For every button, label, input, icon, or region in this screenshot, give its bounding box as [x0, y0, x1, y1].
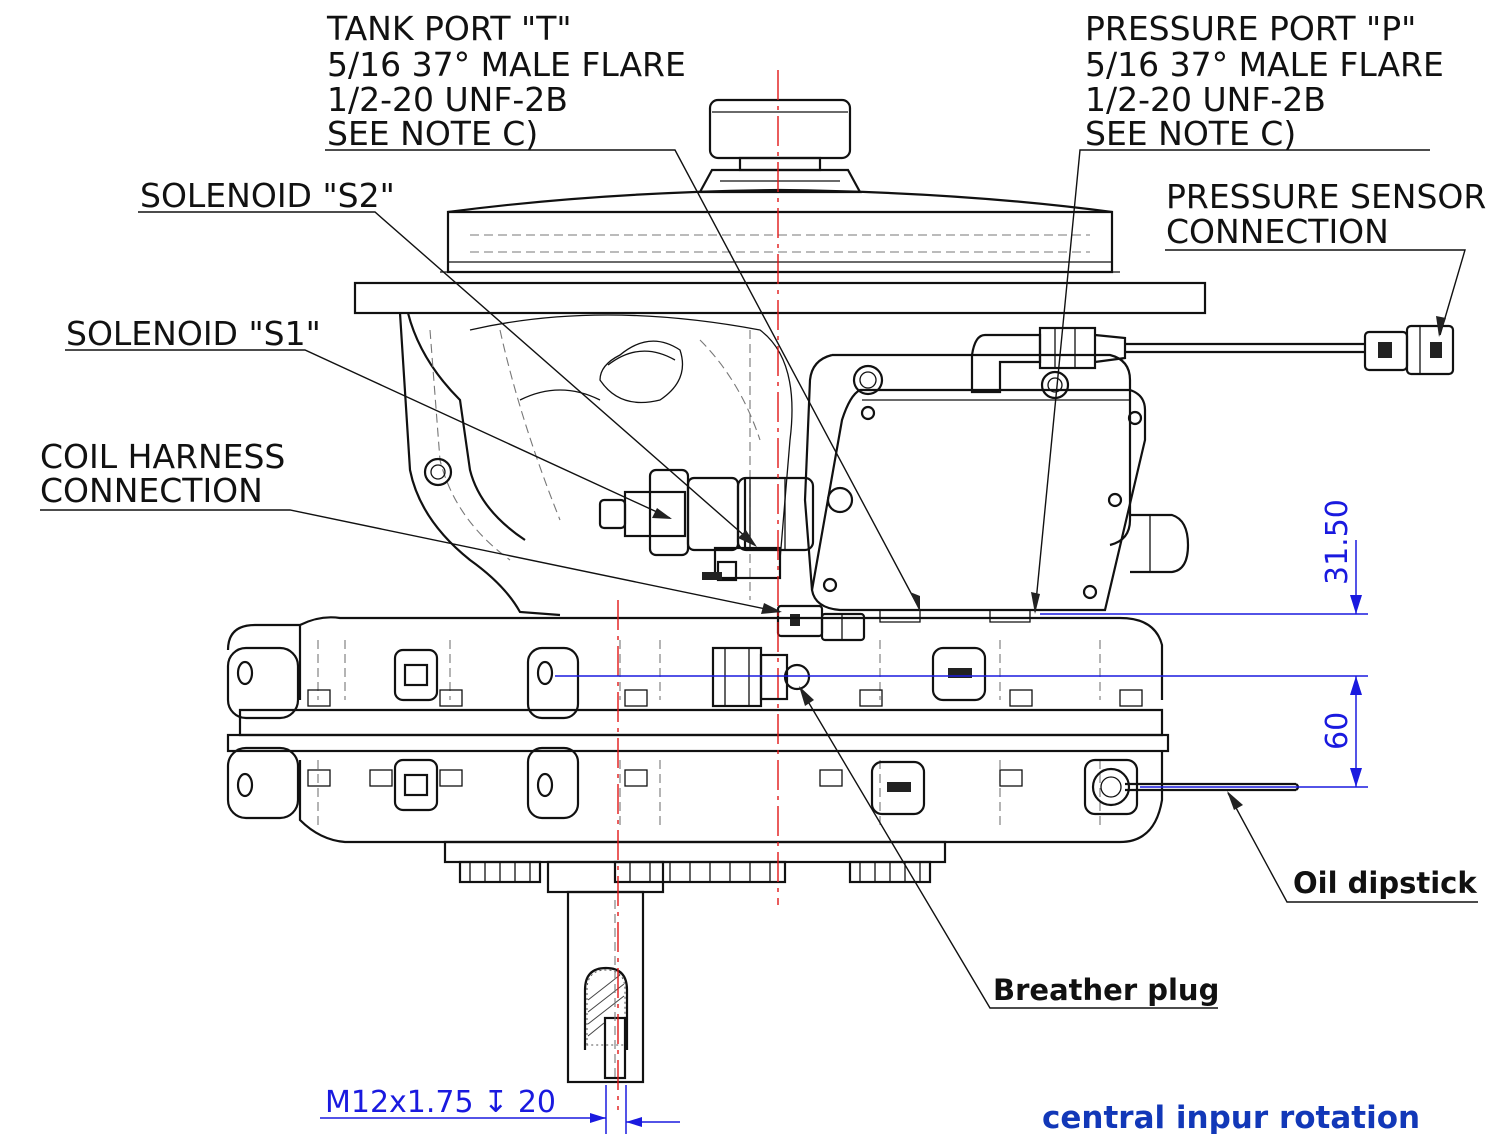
center-lines	[617, 70, 779, 1110]
pressure-port-line-1: PRESSURE PORT "P"	[1085, 9, 1416, 48]
dimension-lines	[320, 540, 1368, 1134]
callout-pressure-port: PRESSURE PORT "P" 5/16 37° MALE FLARE 1/…	[1085, 9, 1444, 153]
pressure-port-line-2: 5/16 37° MALE FLARE	[1085, 45, 1444, 84]
tank-port-line-1: TANK PORT "T"	[326, 9, 572, 48]
tank-port-line-4: SEE NOTE C)	[327, 114, 538, 153]
callout-coil-harness: COIL HARNESS CONNECTION	[40, 437, 285, 510]
input-shaft	[546, 860, 665, 1084]
solenoid-s2-label: SOLENOID "S2"	[140, 176, 395, 215]
thread-dimension: M12x1.75 ↧ 20	[325, 1085, 556, 1120]
pressure-port-line-3: 1/2-20 UNF-2B	[1085, 80, 1326, 119]
oil-dipstick-label: Oil dipstick	[1293, 866, 1477, 900]
pressure-sensor-line-2: CONNECTION	[1166, 212, 1389, 251]
top-cap	[698, 98, 862, 194]
coil-harness-line-2: CONNECTION	[40, 471, 263, 510]
valve-block	[803, 353, 1190, 623]
leader-lines	[40, 149, 1478, 1009]
base-bolts	[443, 840, 947, 884]
coil-harness-connector	[776, 604, 866, 642]
pressure-sensor-line-1: PRESSURE SENSOR	[1166, 177, 1486, 216]
pressure-sensor-fitting	[970, 324, 1455, 394]
pressure-port-line-4: SEE NOTE C)	[1085, 114, 1296, 153]
callout-tank-port: TANK PORT "T" 5/16 37° MALE FLARE 1/2-20…	[326, 9, 686, 153]
tank-port-line-3: 1/2-20 UNF-2B	[327, 80, 568, 119]
solenoid	[598, 468, 815, 582]
dimension-60: 60	[1320, 712, 1355, 750]
breather-plug-label: Breather plug	[993, 973, 1219, 1007]
housing	[398, 312, 793, 617]
caption: central inpur rotation	[1042, 1100, 1420, 1134]
cover	[353, 188, 1207, 315]
gearbox-body	[226, 616, 1300, 844]
coil-harness-line-1: COIL HARNESS	[40, 437, 285, 476]
dimension-31-50: 31.50	[1320, 499, 1355, 585]
solenoid-s1-label: SOLENOID "S1"	[66, 314, 321, 353]
callout-pressure-sensor: PRESSURE SENSOR CONNECTION	[1166, 177, 1486, 251]
tank-port-line-2: 5/16 37° MALE FLARE	[327, 45, 686, 84]
